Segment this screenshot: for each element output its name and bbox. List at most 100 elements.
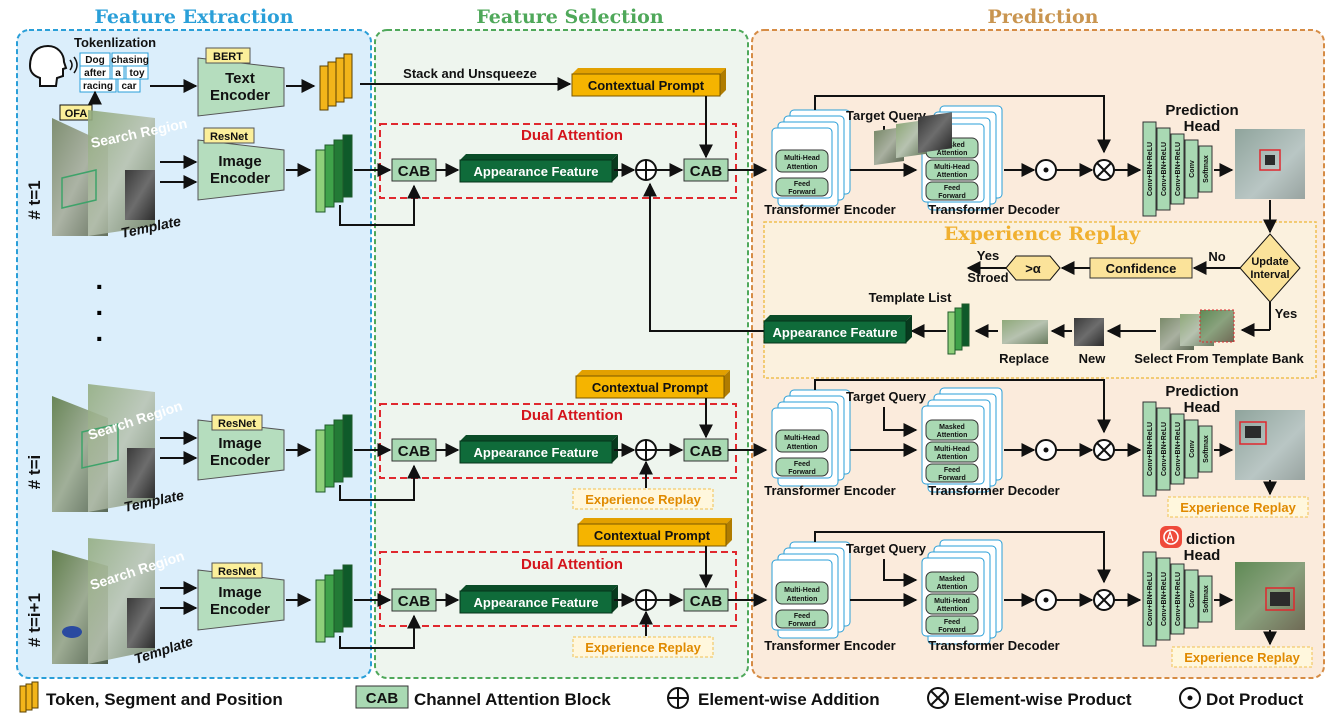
head-layer-label: Conv+BN+ReLU	[1175, 142, 1182, 196]
legend-cab-desc: Channel Attention Block	[414, 690, 611, 709]
experience-replay-tag-label: Experience Replay	[1184, 650, 1300, 665]
feed-forward-label-2: Forward	[788, 621, 816, 628]
appearance-feature-label: Appearance Feature	[474, 164, 599, 179]
ofa-label: OFA	[65, 108, 88, 120]
head-layer-label: Conv+BN+ReLU	[1175, 572, 1182, 626]
contextual-prompt-label: Contextual Prompt	[594, 528, 711, 543]
target-query-label: Target Query	[846, 108, 927, 123]
transformer-encoder-label: Transformer Encoder	[764, 483, 896, 498]
dual-attention-box-ti	[379, 403, 737, 479]
prediction-head-label-2: Head	[1184, 399, 1221, 416]
experience-replay-tag	[1171, 646, 1313, 668]
text-encoder-label-2: Encoder	[210, 87, 270, 104]
multi-head-attention-label-2: Attention	[937, 172, 968, 179]
multi-head-attention-label: Multi-Head	[934, 446, 970, 453]
token-chip: car	[121, 81, 136, 92]
dot-product-icon	[1035, 439, 1057, 461]
masked-attention-label-2: Attention	[937, 584, 968, 591]
transformer-encoder-ti	[771, 389, 851, 487]
transformer-decoder-ti1	[921, 539, 1003, 645]
feed-forward-label: Feed	[794, 461, 810, 468]
visual-feature-stack-ti1	[315, 564, 353, 643]
resnet-label: ResNet	[218, 566, 256, 578]
token-feature-stack	[319, 53, 353, 111]
yes-stored-label-2: Stroed	[967, 270, 1008, 285]
confidence-label: Confidence	[1106, 261, 1177, 276]
tokenization-label: Tokenlization	[74, 35, 156, 50]
prediction-result-image	[1235, 410, 1305, 480]
head-layer-label: Conv+BN+ReLU	[1147, 142, 1154, 196]
masked-attention-label: Masked	[939, 424, 965, 431]
dual-attention-label: Dual Attention	[521, 556, 623, 573]
bert-label: BERT	[213, 51, 243, 63]
threshold-diamond	[1005, 255, 1061, 281]
legend-dot-label: Dot Product	[1206, 690, 1304, 709]
replay-appearance-feature-box	[763, 315, 912, 344]
frame-stack-t1	[52, 110, 155, 236]
transformer-encoder-label: Transformer Encoder	[764, 638, 896, 653]
dual-attention-label: Dual Attention	[521, 407, 623, 424]
cab-label: CAB	[398, 593, 431, 610]
prediction-head-label: Prediction	[1165, 102, 1238, 119]
contextual-prompt-label: Contextual Prompt	[588, 78, 705, 93]
template-list-label: Template List	[869, 290, 953, 305]
head-layer-label: Softmax	[1203, 435, 1210, 463]
feed-forward-label: Feed	[944, 619, 960, 626]
multi-head-attention-label: Multi-Head	[934, 598, 970, 605]
feed-forward-label: Feed	[944, 467, 960, 474]
appearance-feature-label: Appearance Feature	[474, 445, 599, 460]
multi-head-attention-label-2: Attention	[787, 444, 818, 451]
image-encoder-label-2: Encoder	[210, 452, 270, 469]
template-bank-images	[1160, 309, 1235, 350]
replace-template-image	[1002, 320, 1048, 344]
experience-replay-tag	[572, 488, 714, 510]
contextual-prompt-ti	[575, 370, 730, 399]
image-encoder-ti	[197, 414, 285, 481]
target-query-label: Target Query	[846, 541, 927, 556]
replace-label: Replace	[999, 351, 1049, 366]
head-layer-label: Conv	[1189, 590, 1196, 608]
step-label-t1: # t=1	[25, 180, 44, 219]
contextual-prompt-label: Contextual Prompt	[592, 380, 709, 395]
feed-forward-label-2: Forward	[938, 475, 966, 482]
token-chips: Dog chasing after a toy racing car	[79, 52, 149, 93]
transformer-decoder-label: Transformer Decoder	[928, 638, 1060, 653]
ellipsis-dot: ·	[95, 323, 104, 354]
update-interval-label-2: Interval	[1250, 269, 1289, 281]
legend-addition-label: Element-wise Addition	[698, 690, 880, 709]
contextual-prompt-ti1	[577, 518, 732, 547]
token-chip: after	[84, 68, 106, 79]
yes-stored-label: Yes	[977, 248, 999, 263]
element-wise-addition-icon	[635, 159, 657, 181]
image-encoder-label-2: Encoder	[210, 601, 270, 618]
element-wise-product-icon	[1093, 159, 1115, 181]
ellipsis-dot: ·	[95, 297, 104, 328]
image-encoder-label-2: Encoder	[210, 170, 270, 187]
speaking-head-icon	[28, 44, 78, 87]
dot-product-icon	[1035, 159, 1057, 181]
head-layer-label: Conv	[1189, 160, 1196, 178]
replay-appearance-feature-label: Appearance Feature	[773, 325, 898, 340]
feed-forward-label: Feed	[794, 181, 810, 188]
appearance-feature-label: Appearance Feature	[474, 595, 599, 610]
frame-stack-ti1	[52, 538, 155, 664]
appearance-feature-box	[459, 585, 618, 614]
prediction-head-label-clipped: diction	[1186, 531, 1235, 548]
cab-label: CAB	[398, 163, 431, 180]
contextual-prompt-t1	[571, 68, 726, 97]
token-chip: chasing	[111, 55, 149, 66]
feed-forward-label: Feed	[794, 613, 810, 620]
image-encoder-label: Image	[218, 153, 261, 170]
multi-head-attention-label: Multi-Head	[934, 164, 970, 171]
legend-addition-icon	[667, 687, 689, 709]
prediction-head-t1	[1142, 121, 1213, 217]
head-layer-label: Conv	[1189, 440, 1196, 458]
image-encoder-ti1	[197, 562, 285, 631]
experience-replay-tag	[1167, 496, 1309, 518]
multi-head-attention-label-2: Attention	[937, 606, 968, 613]
transformer-encoder-t1	[771, 109, 851, 207]
head-layer-label: Conv+BN+ReLU	[1147, 572, 1154, 626]
transformer-encoder-label: Transformer Encoder	[764, 202, 896, 217]
head-layer-label: Conv+BN+ReLU	[1147, 422, 1154, 476]
masked-attention-label-2: Attention	[937, 150, 968, 157]
